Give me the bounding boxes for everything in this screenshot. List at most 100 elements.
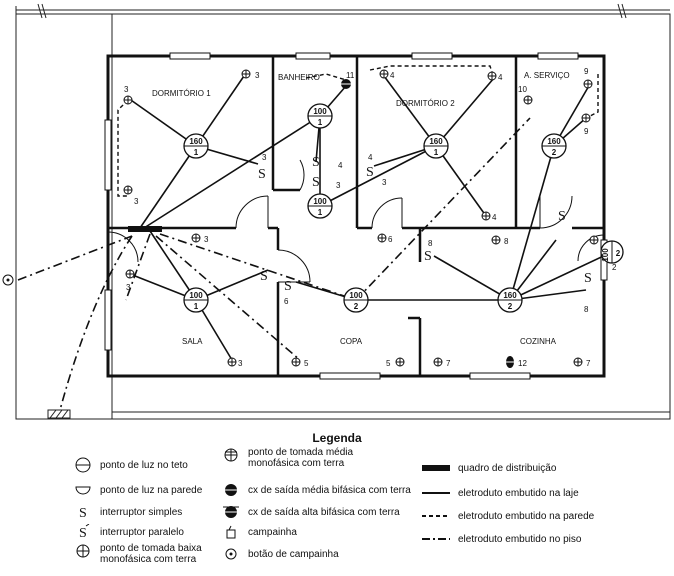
svg-text:9: 9: [584, 67, 589, 76]
svg-text:4: 4: [368, 153, 373, 162]
ceiling-light: 160 1: [423, 133, 449, 159]
svg-text:160: 160: [429, 137, 443, 146]
svg-text:6: 6: [388, 235, 393, 244]
low-outlet-icon: [76, 544, 90, 558]
svg-text:3: 3: [336, 181, 341, 190]
room-cozinha: COZINHA: [520, 337, 557, 346]
svg-text:1: 1: [194, 302, 199, 311]
svg-text:7: 7: [586, 359, 591, 368]
svg-text:S: S: [284, 279, 292, 294]
legend-item: ponto de tomada baixa monofásica com ter…: [72, 543, 220, 565]
svg-text:3: 3: [238, 359, 243, 368]
svg-text:4: 4: [338, 161, 343, 170]
svg-text:3: 3: [204, 235, 209, 244]
svg-text:3: 3: [126, 283, 131, 292]
legend-item: botão de campainha: [220, 546, 339, 562]
svg-text:3: 3: [255, 71, 260, 80]
interior-walls: [108, 56, 604, 376]
ceiling-light: 160 2: [541, 133, 567, 159]
ceiling-light: 160 2: [497, 287, 523, 313]
room-sala: SALA: [182, 337, 203, 346]
legend-item: cx de saída alta bifásica com terra: [220, 504, 400, 520]
ceiling-light: 160 1: [183, 133, 209, 159]
svg-text:S: S: [312, 155, 320, 170]
svg-text:2: 2: [612, 263, 617, 272]
svg-text:10: 10: [518, 85, 527, 94]
ceiling-light: 100 1: [307, 103, 333, 129]
svg-text:12: 12: [518, 359, 527, 368]
svg-text:8: 8: [504, 237, 509, 246]
svg-text:160: 160: [189, 137, 203, 146]
svg-text:160: 160: [547, 137, 561, 146]
medium-biphase-box-icon: [225, 484, 237, 496]
floor-plan: DORMITÓRIO 1 BANHEIRO DORMITÓRIO 2 A. SE…: [2, 3, 671, 420]
svg-text:4: 4: [492, 213, 497, 222]
legend-item: eletroduto embutido na laje: [420, 485, 579, 501]
legend-item: eletroduto embutido no piso: [420, 531, 581, 547]
svg-text:4: 4: [498, 73, 503, 82]
wall-conduit-icon: [422, 515, 450, 517]
medium-outlet-icon: [224, 448, 238, 462]
room-copa: COPA: [340, 337, 363, 346]
room-dormitorio-2: DORMITÓRIO 2: [396, 99, 455, 108]
svg-text:S: S: [424, 249, 432, 264]
ceiling-light: 100 2: [343, 287, 369, 313]
svg-text:3: 3: [134, 197, 139, 206]
svg-text:100: 100: [349, 291, 363, 300]
break-marks: [37, 3, 627, 19]
ceiling-light-icon: [75, 457, 91, 473]
conduits-slab: [127, 75, 613, 361]
floor-conduit-icon: [422, 538, 450, 540]
svg-text:3: 3: [124, 85, 129, 94]
svg-text:100: 100: [189, 291, 203, 300]
doorbell-button-icon: [225, 548, 237, 560]
medium-outlets: [395, 95, 599, 367]
svg-text:2: 2: [354, 302, 359, 311]
legend-item: S interruptor paralelo: [72, 524, 184, 540]
svg-text:11: 11: [346, 71, 355, 80]
svg-text:S: S: [79, 506, 87, 520]
svg-text:S: S: [258, 167, 266, 182]
svg-text:6: 6: [284, 297, 289, 306]
gate: [47, 409, 71, 419]
svg-text:3: 3: [382, 178, 387, 187]
legend-item: campainha: [220, 524, 297, 540]
svg-text:S: S: [366, 165, 374, 180]
ceiling-light: 100 1: [183, 287, 209, 313]
svg-text:S: S: [260, 269, 268, 284]
distribution-board-icon: [422, 465, 450, 471]
svg-text:5: 5: [386, 359, 391, 368]
high-biphase-box-icon: [223, 506, 239, 518]
doorbell-button-icon: [2, 274, 14, 286]
svg-text:2: 2: [616, 249, 621, 258]
svg-text:S: S: [312, 175, 320, 190]
svg-text:9: 9: [584, 127, 589, 136]
simple-switch-icon: S: [79, 506, 87, 520]
svg-text:2: 2: [508, 302, 513, 311]
svg-text:100: 100: [601, 248, 610, 262]
switches: S S S S S S S S S: [258, 155, 592, 294]
doors: [107, 159, 605, 283]
svg-text:1: 1: [434, 148, 439, 157]
svg-text:8: 8: [428, 239, 433, 248]
wall-light-icon: [75, 486, 91, 495]
parallel-switch-icon: S: [79, 524, 90, 540]
svg-text:1: 1: [194, 148, 199, 157]
legend-item: cx de saída média bifásica com terra: [220, 482, 411, 498]
room-banheiro: BANHEIRO: [278, 73, 320, 82]
room-dormitorio-1: DORMITÓRIO 1: [152, 89, 211, 98]
conduits-floor: [17, 117, 531, 411]
room-a-servico: A. SERVIÇO: [524, 71, 570, 80]
svg-text:2: 2: [552, 148, 557, 157]
slab-conduit-icon: [422, 492, 450, 494]
legend-title: Legenda: [312, 431, 362, 445]
svg-text:4: 4: [390, 71, 395, 80]
legend-item: ponto de luz na parede: [72, 482, 202, 498]
svg-text:1: 1: [318, 208, 323, 217]
svg-text:5: 5: [304, 359, 309, 368]
svg-text:3: 3: [262, 153, 267, 162]
svg-text:S: S: [558, 209, 566, 224]
svg-text:7: 7: [446, 359, 451, 368]
svg-text:1: 1: [318, 118, 323, 127]
svg-text:160: 160: [503, 291, 517, 300]
